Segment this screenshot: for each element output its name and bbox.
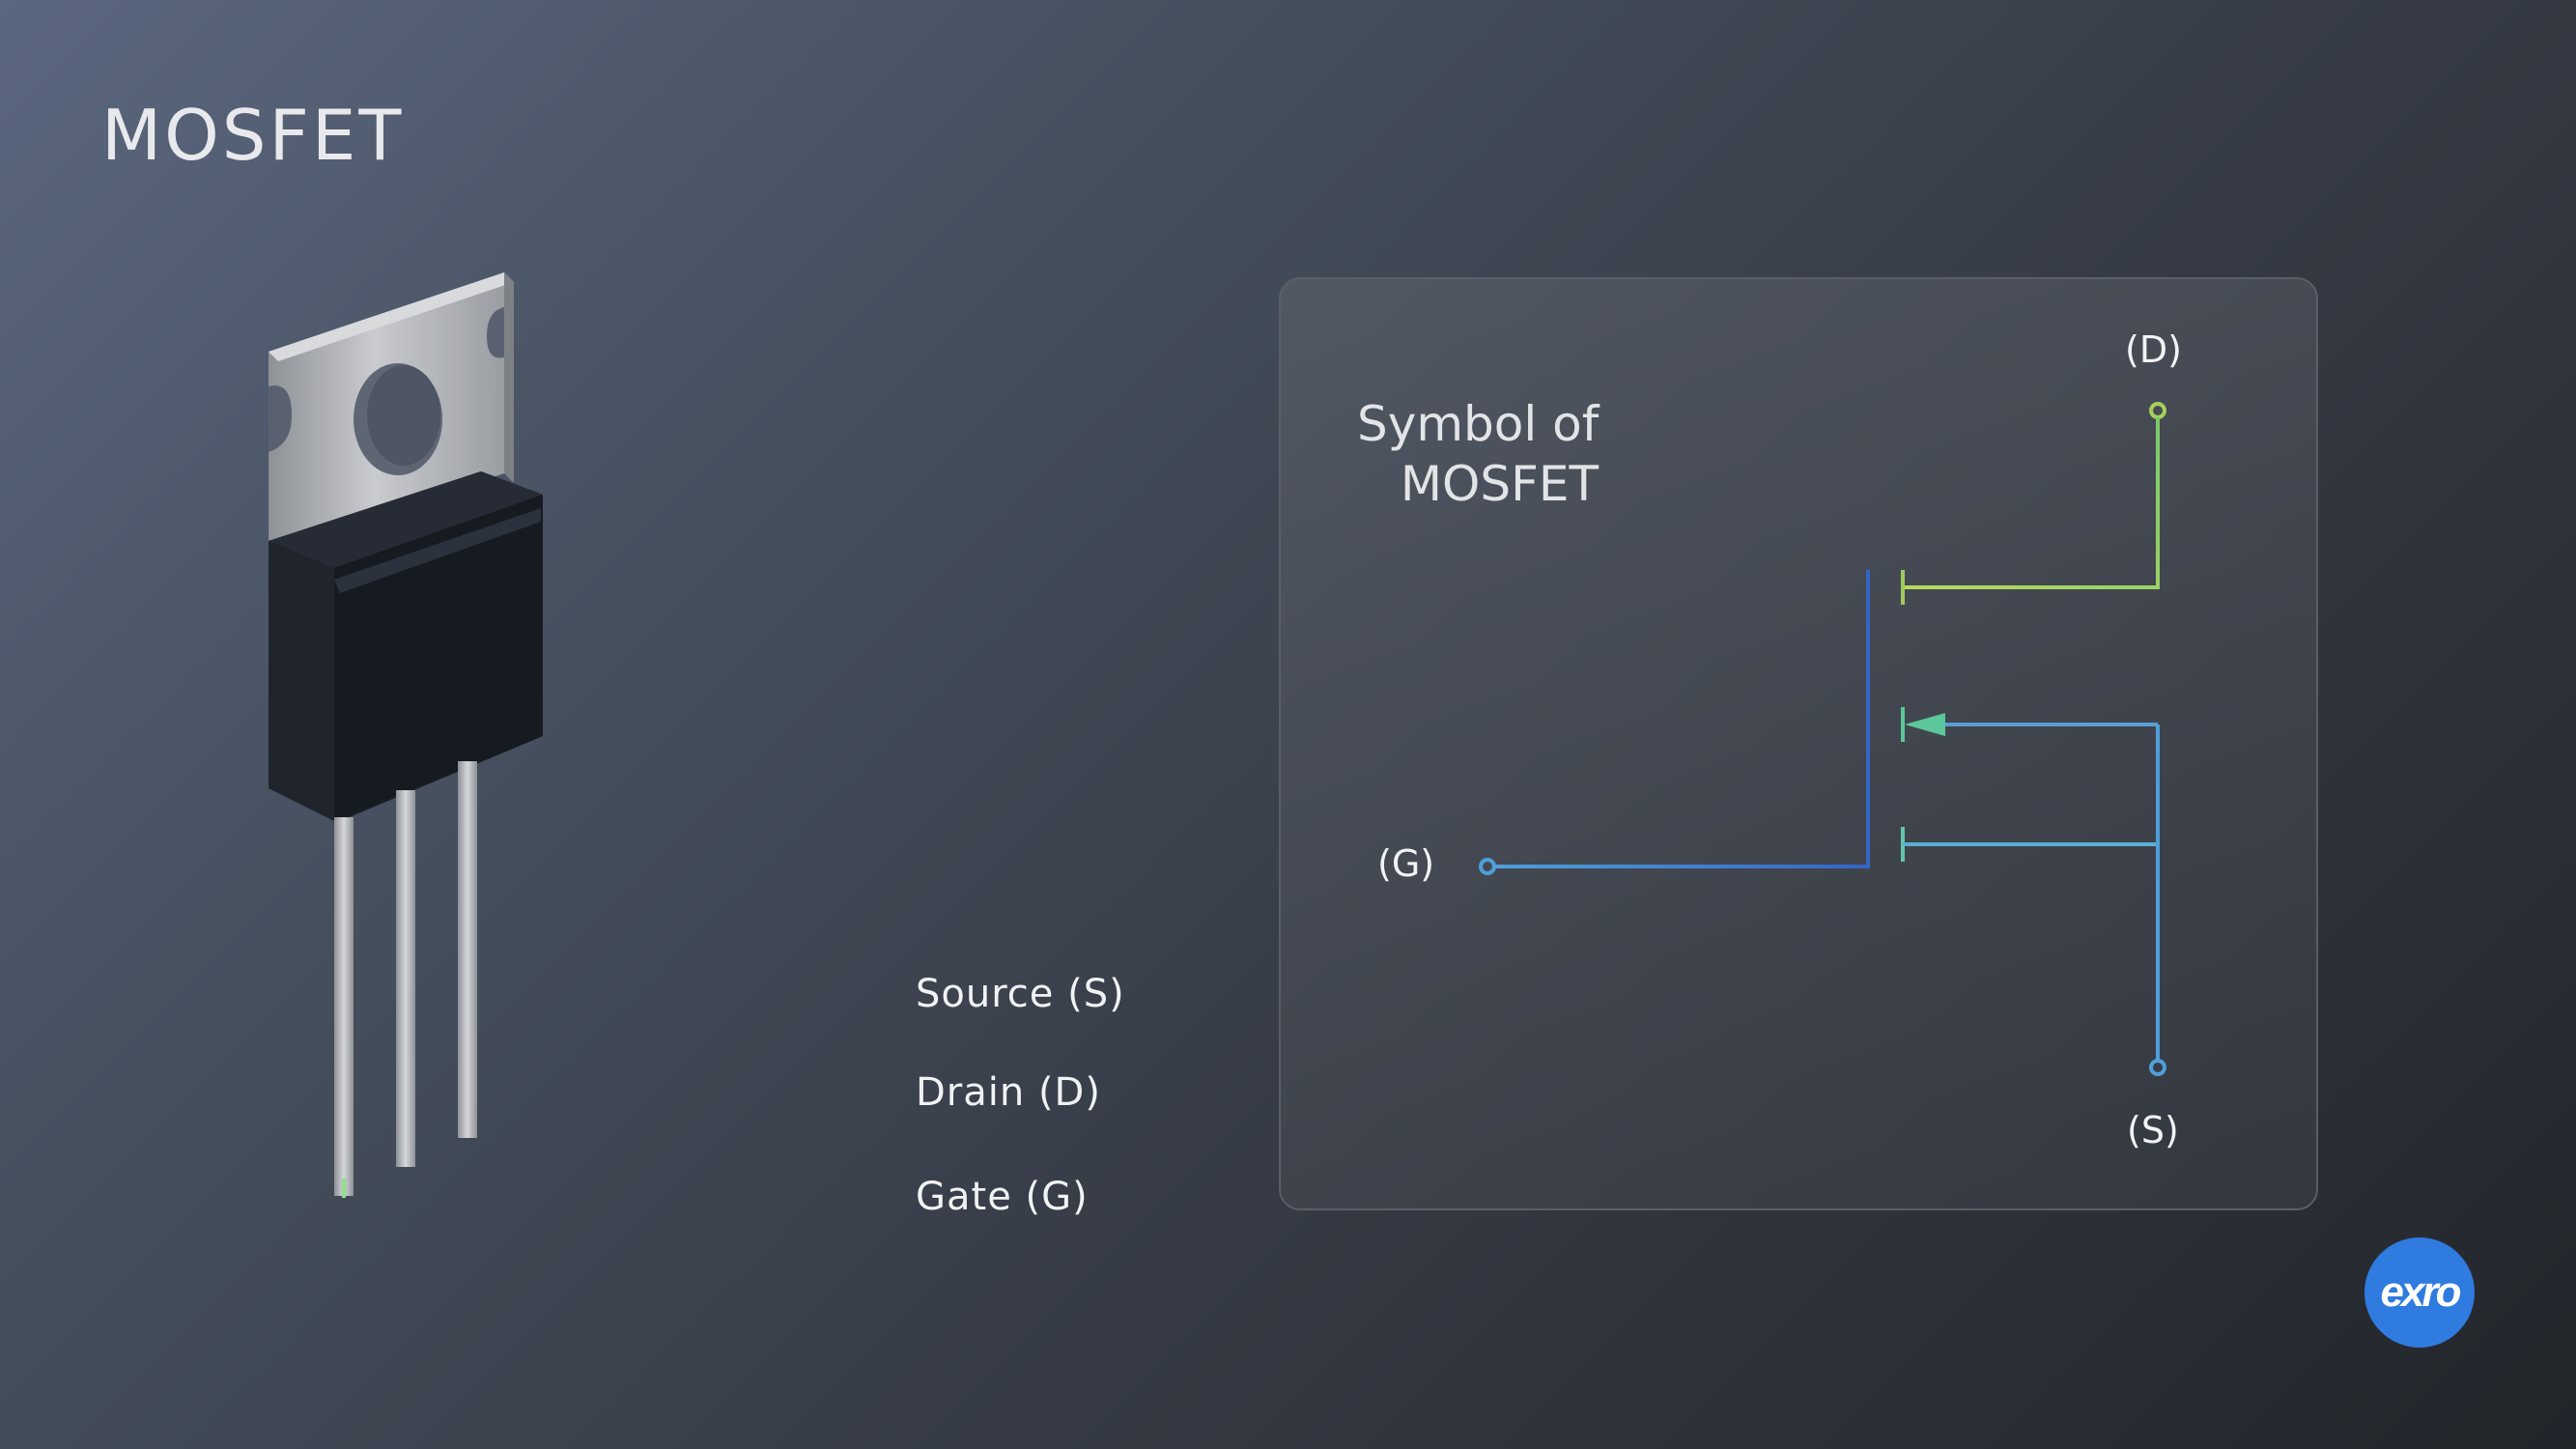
logo-text: exro bbox=[2380, 1268, 2462, 1316]
symbol-title-line-1: Symbol of bbox=[1357, 396, 1599, 452]
source-connection bbox=[1901, 724, 2166, 1076]
drain-label: Drain (D) bbox=[916, 1070, 1101, 1115]
source-terminal-label: (S) bbox=[2127, 1109, 2179, 1151]
component-legs bbox=[334, 761, 477, 1196]
source-label: Source (S) bbox=[916, 972, 1125, 1016]
exro-logo: exro bbox=[2364, 1237, 2475, 1348]
page-title: MOSFET bbox=[101, 95, 405, 176]
gate-label: Gate (G) bbox=[916, 1175, 1089, 1219]
symbol-title-line-2: MOSFET bbox=[1400, 456, 1599, 512]
gate-terminal-label: (G) bbox=[1377, 842, 1435, 885]
plastic-body bbox=[269, 471, 543, 821]
symbol-title: Symbol of MOSFET bbox=[1357, 394, 1599, 514]
drain-terminal-label: (D) bbox=[2125, 328, 2182, 371]
drain-connection bbox=[1901, 402, 2166, 605]
arrow-icon bbox=[1905, 713, 1945, 736]
metal-tab bbox=[269, 272, 514, 553]
symbol-panel bbox=[1279, 277, 2318, 1210]
gate-connection bbox=[1479, 570, 1870, 875]
body-connection bbox=[1901, 707, 2158, 742]
